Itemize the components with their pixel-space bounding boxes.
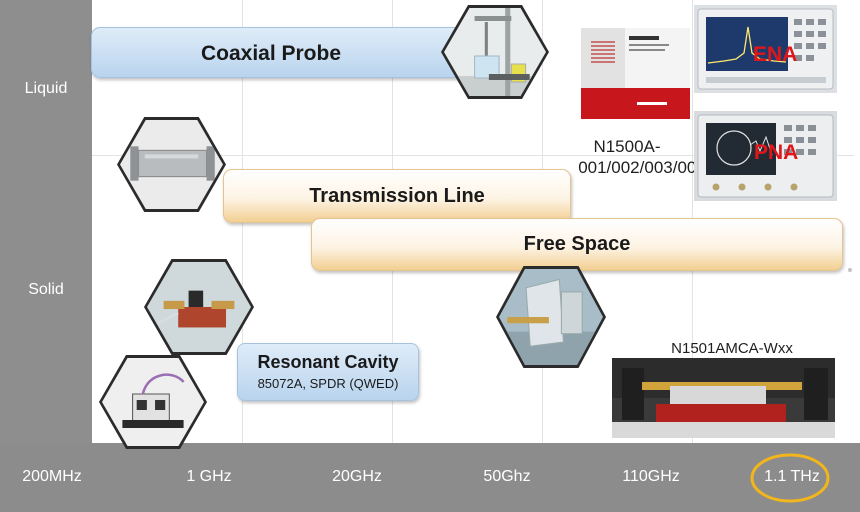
- tick-label: 1.1 THz: [764, 468, 820, 485]
- slide-dot: [848, 268, 852, 272]
- tick-label: 50Ghz: [483, 468, 531, 485]
- row-label-liquid: Liquid: [24, 80, 68, 97]
- resonant-cavity-title: Resonant Cavity: [257, 352, 399, 372]
- tick-label: 110GHz: [622, 468, 680, 485]
- resonant-cavity-subtitle: 85072A, SPDR (QWED): [257, 376, 399, 391]
- resonant-cavity-photo-2: [99, 355, 207, 449]
- coaxial-probe-photo: [441, 5, 549, 99]
- tick-label: 20GHz: [332, 468, 382, 485]
- pna-label: PNA: [754, 141, 799, 164]
- n1500a-software-box-image: [581, 28, 690, 119]
- software-label-line2: 001/002/003/004: [578, 158, 706, 177]
- band-transmission-line: Transmission Line: [223, 169, 571, 223]
- row-label-solid: Solid: [28, 281, 64, 298]
- ena-label: ENA: [753, 43, 798, 66]
- free-space-photo: [496, 266, 606, 368]
- tick-label: 200MHz: [22, 468, 82, 485]
- ena-instrument-image: [694, 5, 837, 93]
- pna-instrument-image: [694, 111, 837, 201]
- extender-photo: [612, 358, 835, 438]
- row-header-column: [0, 0, 92, 443]
- resonant-cavity-photo-1: [144, 259, 254, 355]
- extender-label: N1501AMCA-Wxx: [671, 340, 793, 357]
- tick-label: 1 GHz: [186, 468, 232, 485]
- software-label-line1: N1500A-: [593, 137, 661, 156]
- transmission-line-photo: [117, 117, 226, 212]
- highlight-ring: [750, 453, 830, 503]
- grid-line: [92, 155, 854, 156]
- band-coaxial-probe: Coaxial Probe: [91, 27, 471, 78]
- band-free-space: Free Space: [311, 218, 843, 271]
- frequency-axis: [0, 443, 860, 512]
- resonant-cavity-callout: Resonant Cavity 85072A, SPDR (QWED): [237, 343, 419, 401]
